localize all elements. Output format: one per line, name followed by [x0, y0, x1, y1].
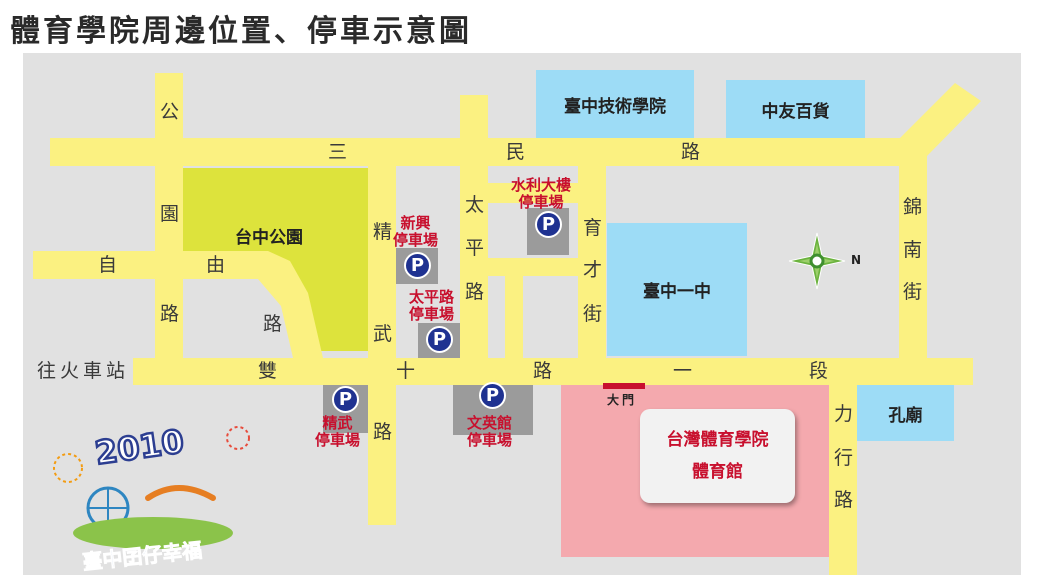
street-taiping-1: 太: [465, 194, 485, 216]
street-ziyou-2: 由: [206, 254, 226, 276]
chungyo-label: 中友百貨: [761, 101, 830, 122]
street-jinnan-1: 錦: [903, 196, 923, 218]
main-gate-marker: [603, 383, 645, 389]
street-sanmin-2: 民: [506, 141, 526, 163]
parking-taipinglu-suffix: 停車場: [409, 305, 455, 323]
street-ziyou-3: 路: [263, 313, 283, 335]
road-branch-b: [488, 258, 578, 276]
taichung-first-high-label: 臺中一中: [643, 282, 711, 302]
street-gongyuan-1: 公: [160, 101, 180, 123]
street-sanmin-1: 三: [328, 141, 348, 163]
parking-taipinglu-icon: P: [426, 326, 453, 353]
taichung-park-label: 台中公園: [235, 228, 303, 248]
chungyo-block: 中友百貨: [726, 80, 865, 138]
parking-shuili-name: 水利大樓: [511, 176, 572, 194]
sports-university-inner: 台灣體育學院 體育館: [640, 409, 795, 503]
parking-jingwu-icon: P: [332, 386, 359, 413]
street-sanmin-3: 路: [681, 141, 701, 163]
firework-right-icon: [226, 426, 250, 450]
road-lixing: [829, 385, 857, 575]
tech-university-label: 臺中技術學院: [564, 96, 666, 117]
street-jingwu-3: 路: [373, 421, 393, 443]
street-taiping-2: 平: [465, 237, 485, 259]
taichung-first-high-block: 臺中一中: [607, 223, 747, 356]
sports-university-name: 台灣體育學院: [666, 430, 769, 450]
parking-taipinglu-name: 太平路: [409, 288, 455, 306]
firework-left-icon: [53, 453, 83, 483]
parking-taipinglu-label: 太平路 停車場: [409, 289, 454, 323]
street-jingwu-2: 武: [373, 323, 393, 345]
event-logo: 2010 臺中囝仔幸福: [53, 421, 250, 573]
road-taiping: [460, 166, 488, 358]
parking-shuili-icon: P: [535, 211, 562, 238]
road-shuangshi: [133, 358, 973, 385]
street-lixing-2: 行: [834, 447, 854, 469]
road-yucai: [578, 166, 606, 358]
street-shuangshi-2: 十: [396, 360, 416, 382]
street-yucai-1: 育: [583, 217, 603, 239]
road-branch-a: [488, 183, 603, 203]
parking-xinxing-label: 新興 停車場: [393, 215, 438, 249]
road-jingwu-upper: [368, 166, 396, 358]
map-title: 體育學院周邊位置、停車示意圖: [10, 14, 472, 49]
street-ziyou-1: 自: [98, 254, 118, 276]
road-jingwu-lower: [368, 383, 396, 525]
street-shuangshi-5: 段: [809, 360, 829, 382]
road-branch-c: [505, 276, 523, 358]
gymnasium-name: 體育館: [692, 462, 743, 482]
road-taiping-top: [460, 95, 488, 140]
confucius-temple-label: 孔廟: [888, 405, 923, 426]
parking-xinxing-icon: P: [404, 252, 431, 279]
compass-rose-icon: [788, 232, 846, 290]
parking-jingwu-label: 精武 停車場: [315, 415, 360, 449]
street-shuangshi-3: 路: [533, 360, 553, 382]
road-gongyuan: [155, 73, 183, 358]
street-shuangshi-1: 雙: [258, 360, 278, 382]
compass-north-label: N: [851, 253, 862, 267]
street-jinnan-3: 街: [903, 281, 923, 303]
parking-jingwu-suffix: 停車場: [315, 431, 361, 449]
parking-wenying-icon: P: [479, 382, 506, 409]
road-jinnan-shape: [899, 83, 981, 358]
street-yucai-2: 才: [583, 259, 603, 281]
street-jingwu-1: 精: [373, 221, 393, 243]
street-gongyuan-3: 路: [160, 303, 180, 325]
street-jinnan-2: 南: [903, 239, 923, 261]
parking-xinxing-name: 新興: [400, 214, 431, 232]
parking-wenying-label: 文英館 停車場: [467, 415, 512, 449]
parking-wenying-name: 文英館: [467, 414, 513, 432]
campus-map: 臺中技術學院 中友百貨 臺中一中 孔廟 台灣體育學院 體育館 大門 台中公園 P…: [23, 53, 1021, 575]
street-to-station: 往火車站: [37, 360, 130, 382]
parking-shuili-label: 水利大樓 停車場: [511, 177, 571, 211]
confucius-temple-block: 孔廟: [857, 385, 954, 441]
street-lixing-1: 力: [834, 403, 854, 425]
road-sanmin: [50, 138, 900, 166]
parking-shuili-suffix: 停車場: [518, 193, 564, 211]
street-shuangshi-4: 一: [673, 360, 693, 382]
parking-jingwu-name: 精武: [322, 414, 353, 432]
tech-university-block: 臺中技術學院: [536, 70, 694, 138]
rollercoaster-icon: [145, 485, 216, 501]
parking-wenying-suffix: 停車場: [467, 431, 513, 449]
street-yucai-3: 街: [583, 303, 603, 325]
street-taiping-3: 路: [465, 281, 485, 303]
road-ziyou-diagonal: [183, 251, 323, 358]
street-lixing-3: 路: [834, 489, 854, 511]
parking-xinxing-suffix: 停車場: [393, 231, 439, 249]
main-gate-label: 大門: [607, 393, 638, 407]
logo-year: 2010: [93, 422, 186, 472]
street-gongyuan-2: 園: [160, 203, 180, 225]
